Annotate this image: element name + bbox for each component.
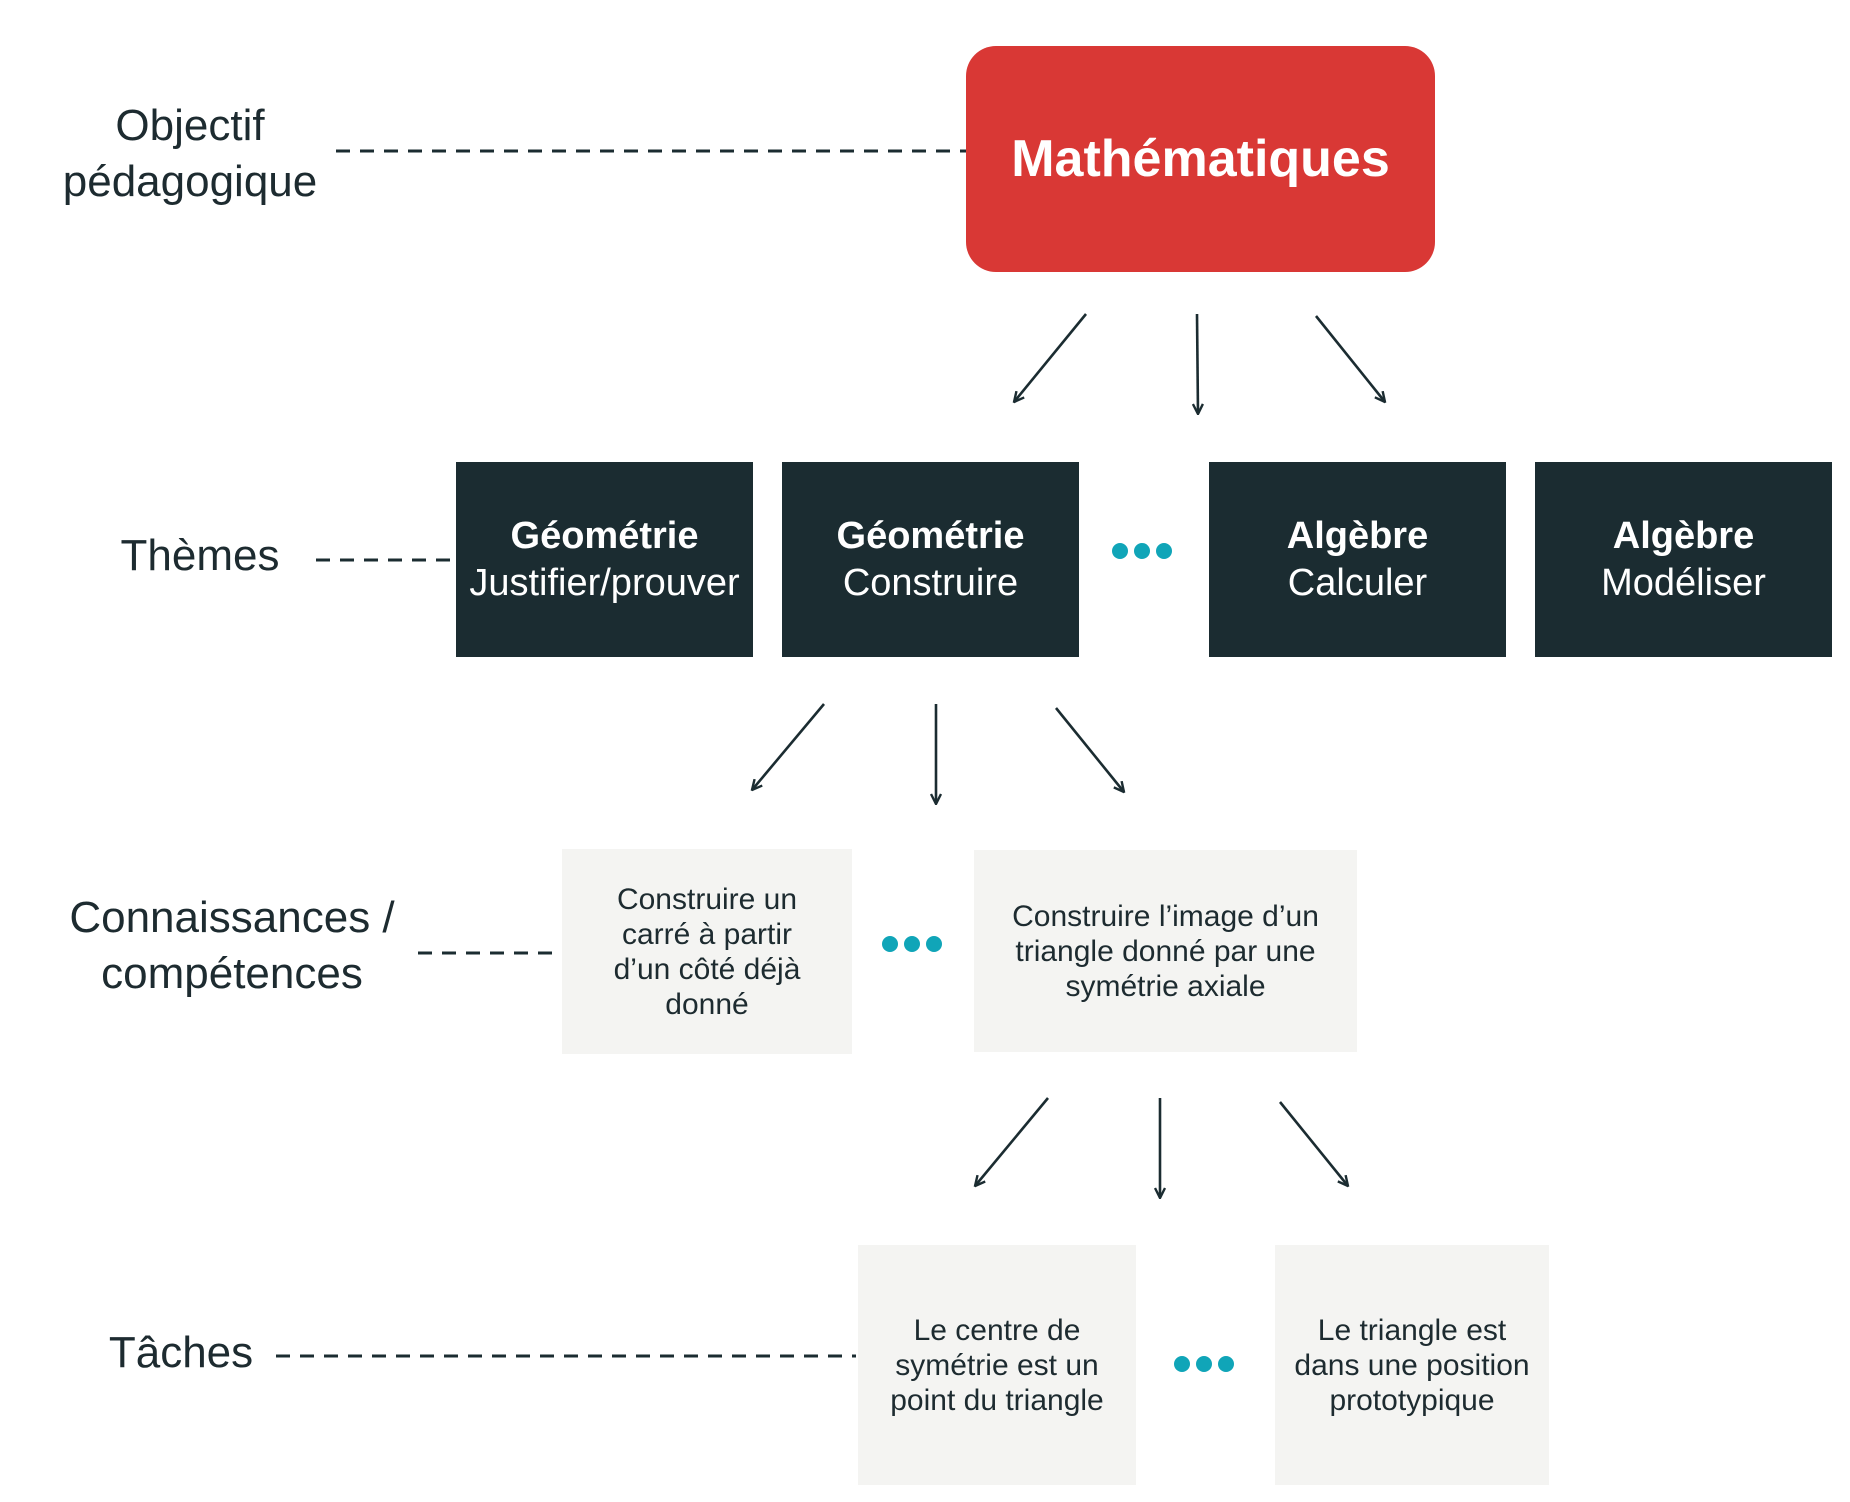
arrow-down-icon	[1314, 315, 1385, 402]
ellipsis-dots-icon	[882, 936, 942, 952]
theme-box: Algèbre Modéliser	[1535, 462, 1832, 657]
arrow-down-icon	[1054, 707, 1124, 792]
arrow-down-icon	[1278, 1101, 1348, 1186]
theme-box: Géométrie Construire	[782, 462, 1079, 657]
skill-card: Construire un carré à partir d’un côté d…	[562, 849, 852, 1054]
skill-card: Construire l’image d’un triangle donné p…	[974, 850, 1357, 1052]
arrow-down-icon	[752, 703, 825, 790]
arrow-down-icon	[1197, 313, 1198, 414]
arrow-down-icon	[1014, 313, 1088, 402]
theme-subtitle: Calculer	[1287, 561, 1428, 604]
goal-label: Mathématiques	[1011, 130, 1390, 188]
theme-title: Géométrie	[836, 514, 1025, 557]
arrow-down-icon	[975, 1097, 1050, 1186]
ellipsis-dots-icon	[1174, 1356, 1234, 1372]
level-label-tasks: Tâches	[108, 1328, 254, 1377]
theme-title: Géométrie	[510, 514, 699, 557]
ellipsis-dots-icon	[1112, 543, 1172, 559]
level-label-themes: Thèmes	[120, 531, 280, 580]
theme-subtitle: Justifier/prouver	[469, 561, 740, 604]
goal-box: Mathématiques	[966, 46, 1435, 272]
theme-box: Géométrie Justifier/prouver	[456, 462, 753, 657]
theme-subtitle: Modéliser	[1601, 561, 1766, 604]
task-card: Le centre de symétrie est un point du tr…	[858, 1245, 1136, 1485]
level-label-objective: Objectif pédagogique	[62, 101, 318, 206]
theme-subtitle: Construire	[842, 561, 1019, 604]
level-label-knowledge: Connaissances / compétences	[69, 893, 395, 998]
theme-title: Algèbre	[1612, 514, 1755, 557]
theme-title: Algèbre	[1286, 514, 1429, 557]
task-card: Le triangle est dans une position protot…	[1275, 1245, 1549, 1485]
theme-box: Algèbre Calculer	[1209, 462, 1506, 657]
